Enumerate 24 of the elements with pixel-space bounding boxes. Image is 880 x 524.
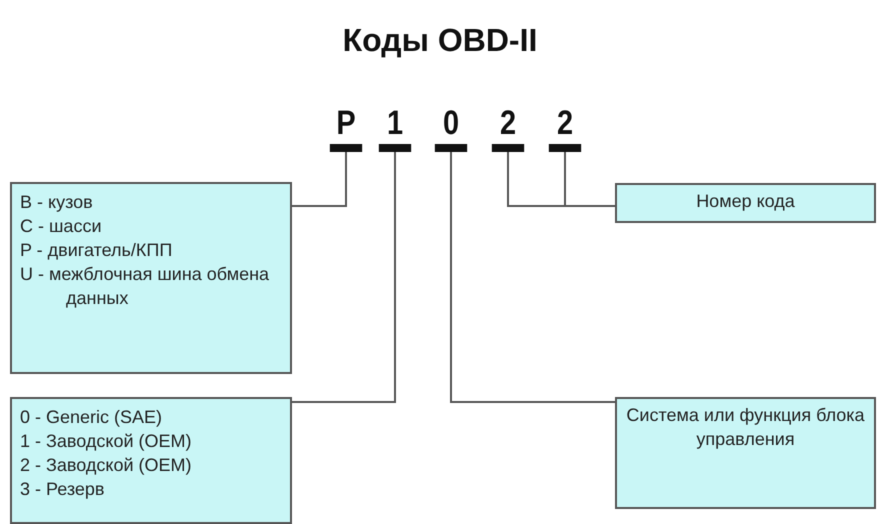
description-box	[615, 183, 876, 223]
connector-line	[564, 152, 615, 207]
box-text: 1 - Заводской (OEM)	[20, 430, 193, 453]
box-text: C - шасси	[20, 215, 103, 238]
description-box	[615, 397, 876, 509]
legend-box	[10, 397, 292, 524]
code-character: 0	[434, 108, 468, 152]
box-text: B - кузов	[20, 191, 94, 214]
box-text: Система или функция блока управления	[625, 404, 866, 451]
code-character: 1	[378, 108, 412, 152]
code-character: 2	[492, 108, 524, 152]
connector-line	[450, 152, 615, 403]
code-character: P	[330, 108, 362, 152]
box-text: 3 - Резерв	[20, 478, 106, 501]
connector-line	[292, 152, 396, 403]
box-text: 2 - Заводской (OEM)	[20, 454, 193, 477]
diagram-title: Коды OBD-II	[342, 22, 538, 59]
legend-box	[10, 182, 292, 374]
box-text: 0 - Generic (SAE)	[20, 406, 164, 429]
code-character: 2	[548, 108, 582, 152]
box-text: Номер кода	[695, 190, 796, 213]
connector-line	[292, 152, 347, 207]
box-text: P - двигатель/КПП	[20, 239, 174, 262]
box-text: U - межблочная шина обмена данных	[20, 263, 270, 310]
